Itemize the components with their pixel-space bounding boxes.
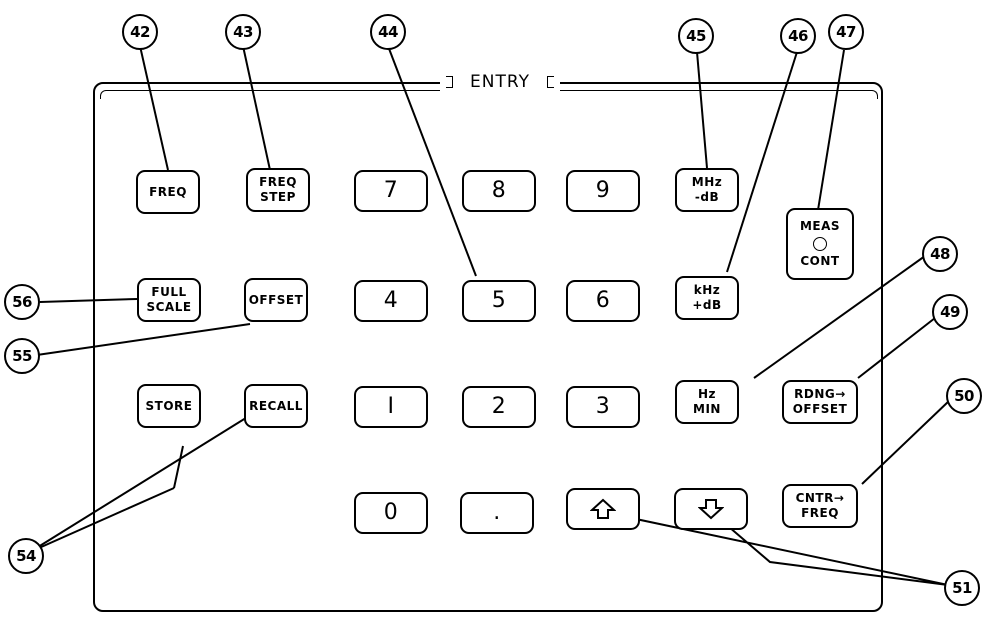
khz-plus-db-key[interactable]: kHz +dB: [675, 276, 739, 320]
leader-45: [696, 51, 708, 169]
leader-47: [817, 49, 845, 211]
decimal-point-key[interactable]: .: [460, 492, 534, 534]
rdng-offset-key[interactable]: RDNG→ OFFSET: [782, 380, 858, 424]
offset-key[interactable]: OFFSET: [244, 278, 308, 322]
callout-48: 48: [922, 236, 958, 272]
hz-min-key[interactable]: Hz MIN: [675, 380, 739, 424]
digit-9-key[interactable]: 9: [566, 170, 640, 212]
callout-49: 49: [932, 294, 968, 330]
leader-50: [861, 399, 951, 485]
digit-3-key[interactable]: 3: [566, 386, 640, 428]
freq-step-key[interactable]: FREQ STEP: [246, 168, 310, 212]
recall-key[interactable]: RECALL: [244, 384, 308, 428]
callout-44: 44: [370, 14, 406, 50]
mhz-minus-db-key[interactable]: MHz -dB: [675, 168, 739, 212]
meas-indicator-led-icon: [813, 237, 827, 251]
leader-43: [242, 45, 271, 171]
leader-54b: [173, 445, 184, 489]
callout-50: 50: [946, 378, 982, 414]
digit-7-key[interactable]: 7: [354, 170, 428, 212]
leader-49: [857, 317, 936, 379]
callout-51: 51: [944, 570, 980, 606]
callout-45: 45: [678, 18, 714, 54]
callout-46: 46: [780, 18, 816, 54]
store-key[interactable]: STORE: [137, 384, 201, 428]
leader-55: [29, 323, 251, 357]
down-arrow-icon: [698, 499, 724, 520]
leader-48: [753, 255, 926, 379]
freq-key[interactable]: FREQ: [136, 170, 200, 214]
panel-title: ENTRY: [440, 70, 560, 94]
callout-43: 43: [225, 14, 261, 50]
callout-55: 55: [4, 338, 40, 374]
up-arrow-key[interactable]: [566, 488, 640, 530]
digit-4-key[interactable]: 4: [354, 280, 428, 322]
leader-46: [726, 51, 798, 273]
leader-42: [139, 45, 169, 171]
callout-47: 47: [828, 14, 864, 50]
leader-51: [616, 514, 949, 586]
cntr-freq-key[interactable]: CNTR→ FREQ: [782, 484, 858, 528]
leader-44: [387, 45, 477, 277]
digit-6-key[interactable]: 6: [566, 280, 640, 322]
digit-0-key[interactable]: 0: [354, 492, 428, 534]
callout-54: 54: [8, 538, 44, 574]
digit-8-key[interactable]: 8: [462, 170, 536, 212]
callout-56: 56: [4, 284, 40, 320]
leader-54a: [29, 487, 175, 553]
digit-1-key[interactable]: I: [354, 386, 428, 428]
full-scale-key[interactable]: FULL SCALE: [137, 278, 201, 322]
up-arrow-icon: [590, 498, 616, 519]
leader-54c: [29, 402, 271, 553]
callout-42: 42: [122, 14, 158, 50]
digit-2-key[interactable]: 2: [462, 386, 536, 428]
down-arrow-key[interactable]: [674, 488, 748, 530]
leader-56: [39, 298, 138, 303]
meas-cont-key[interactable]: MEAS CONT: [786, 208, 854, 280]
digit-5-key[interactable]: 5: [462, 280, 536, 322]
